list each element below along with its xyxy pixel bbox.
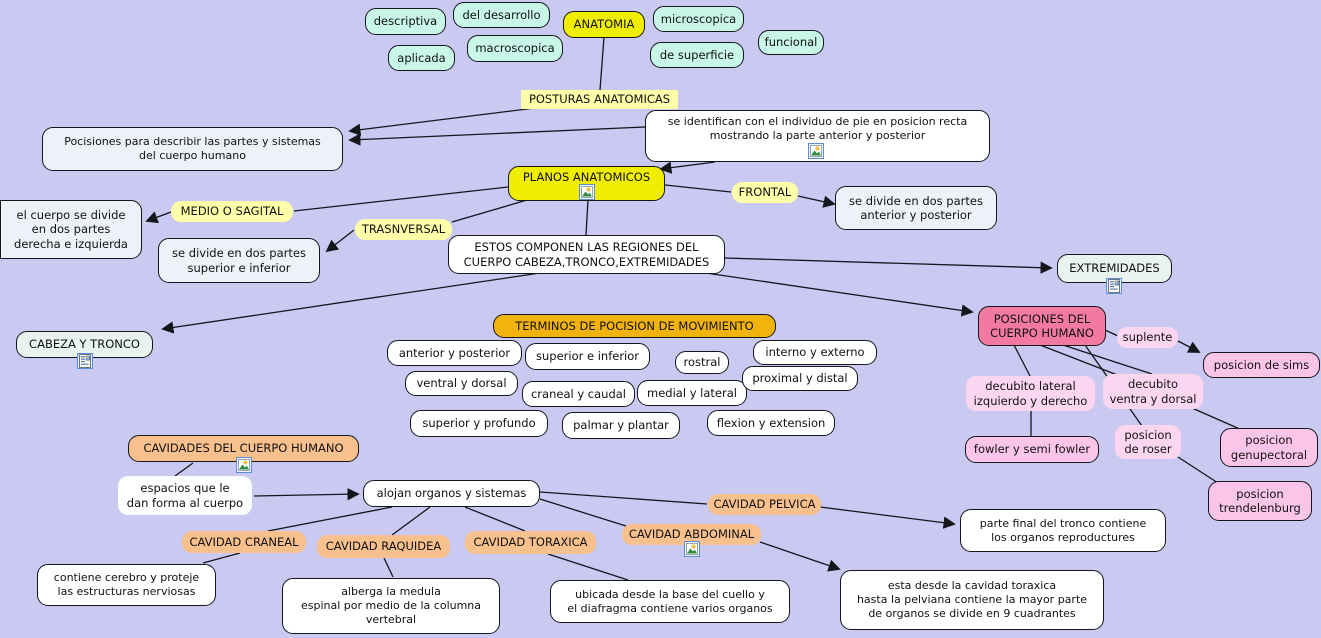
concept-contiene-cerebro[interactable]: contiene cerebro y proteje las estructur… — [37, 564, 216, 606]
image-resource-icon[interactable] — [684, 541, 700, 557]
concept-descriptiva[interactable]: descriptiva — [365, 8, 446, 35]
image-resource-icon[interactable] — [808, 143, 824, 159]
concept-posicion-trendelenburg[interactable]: posicion trendelenburg — [1208, 481, 1312, 521]
concept-pocisiones-descripcion[interactable]: Pocisiones para describir las partes y s… — [42, 127, 343, 171]
concept-flexion-y-extension[interactable]: flexion y extension — [707, 410, 835, 436]
link-label-decubito-lateral[interactable]: decubito lateral izquierdo y derecho — [966, 376, 1095, 411]
link-label-posicion-de-roser[interactable]: posicion de roser — [1115, 425, 1181, 459]
concept-macroscopica[interactable]: macroscopica — [467, 35, 563, 62]
concept-terminos-de-pocision[interactable]: TERMINOS DE POCISION DE MOVIMIENTO — [493, 314, 776, 338]
link-label-cavidad-craneal[interactable]: CAVIDAD CRANEAL — [182, 531, 306, 553]
link-label-espacios[interactable]: espacios que le dan forma al cuerpo — [118, 476, 252, 515]
concept-medial-y-lateral[interactable]: medial y lateral — [637, 380, 747, 406]
concept-el-cuerpo-se-divide[interactable]: el cuerpo se divide en dos partes derech… — [0, 200, 142, 259]
concept-alberga-la-medula[interactable]: alberga la medula espinal por medio de l… — [282, 578, 500, 634]
concept-de-superficie[interactable]: de superficie — [650, 42, 744, 68]
concept-posicion-genupectoral[interactable]: posicion genupectoral — [1220, 428, 1318, 467]
concept-funcional[interactable]: funcional — [758, 30, 824, 55]
concept-posicion-de-sims[interactable]: posicion de sims — [1203, 352, 1320, 378]
link-label-cavidad-raquidea[interactable]: CAVIDAD RAQUIDEA — [317, 535, 450, 558]
concept-fowler-y-semi-fowler[interactable]: fowler y semi fowler — [965, 436, 1099, 463]
link-label-frontal[interactable]: FRONTAL — [732, 182, 798, 203]
concept-proximal-y-distal[interactable]: proximal y distal — [742, 366, 858, 391]
concept-parte-final-del-tronco[interactable]: parte final del tronco contiene los orga… — [960, 509, 1166, 552]
concept-alojan-organos[interactable]: alojan organos y sistemas — [363, 480, 540, 507]
concept-palmar-y-plantar[interactable]: palmar y plantar — [562, 412, 680, 439]
document-resource-icon[interactable] — [1106, 278, 1122, 294]
concept-ventral-y-dorsal[interactable]: ventral y dorsal — [405, 371, 518, 396]
link-label-medio-o-sagital[interactable]: MEDIO O SAGITAL — [171, 201, 293, 222]
link-label-cavidad-pelvica[interactable]: CAVIDAD PELVICA — [708, 494, 821, 515]
concept-anterior-y-posterior[interactable]: anterior y posterior — [387, 340, 522, 366]
concept-superior-e-inferior[interactable]: superior e inferior — [525, 343, 650, 370]
concept-esta-desde-cavidad[interactable]: esta desde la cavidad toraxica hasta la … — [840, 570, 1104, 630]
concept-posiciones-del-cuerpo[interactable]: POSICIONES DEL CUERPO HUMANO — [978, 306, 1106, 346]
link-label-suplente[interactable]: suplente — [1117, 327, 1178, 348]
concept-craneal-y-caudal[interactable]: craneal y caudal — [522, 381, 635, 407]
image-resource-icon[interactable] — [236, 457, 252, 473]
link-label-cavidad-abdominal[interactable]: CAVIDAD ABDOMINAL — [622, 524, 761, 545]
concept-estos-componen-regiones[interactable]: ESTOS COMPONEN LAS REGIONES DEL CUERPO C… — [448, 235, 725, 274]
concept-rostral[interactable]: rostral — [675, 351, 729, 374]
link-label-posturas-anatomicas[interactable]: POSTURAS ANATOMICAS — [521, 90, 678, 109]
link-label-trasnversal[interactable]: TRASNVERSAL — [355, 219, 452, 240]
concept-microscopica[interactable]: microscopica — [653, 6, 744, 32]
concept-ubicada-desde[interactable]: ubicada desde la base del cuello y el di… — [550, 580, 790, 623]
link-label-cavidad-toraxica[interactable]: CAVIDAD TORAXICA — [465, 531, 596, 554]
concept-se-divide-superior-inferior[interactable]: se divide en dos partes superior e infer… — [158, 238, 320, 283]
concept-superior-y-profundo[interactable]: superior y profundo — [410, 410, 548, 437]
concept-interno-y-externo[interactable]: interno y externo — [753, 340, 877, 365]
concept-anatomia[interactable]: ANATOMIA — [563, 11, 645, 38]
image-resource-icon[interactable] — [579, 184, 595, 200]
document-resource-icon[interactable] — [77, 353, 93, 369]
concept-se-divide-anterior-posterior[interactable]: se divide en dos partes anterior y poste… — [835, 186, 997, 230]
link-label-decubito-ventra[interactable]: decubito ventra y dorsal — [1103, 374, 1203, 409]
concept-aplicada[interactable]: aplicada — [388, 45, 455, 71]
concept-del-desarrollo[interactable]: del desarrollo — [453, 2, 550, 28]
